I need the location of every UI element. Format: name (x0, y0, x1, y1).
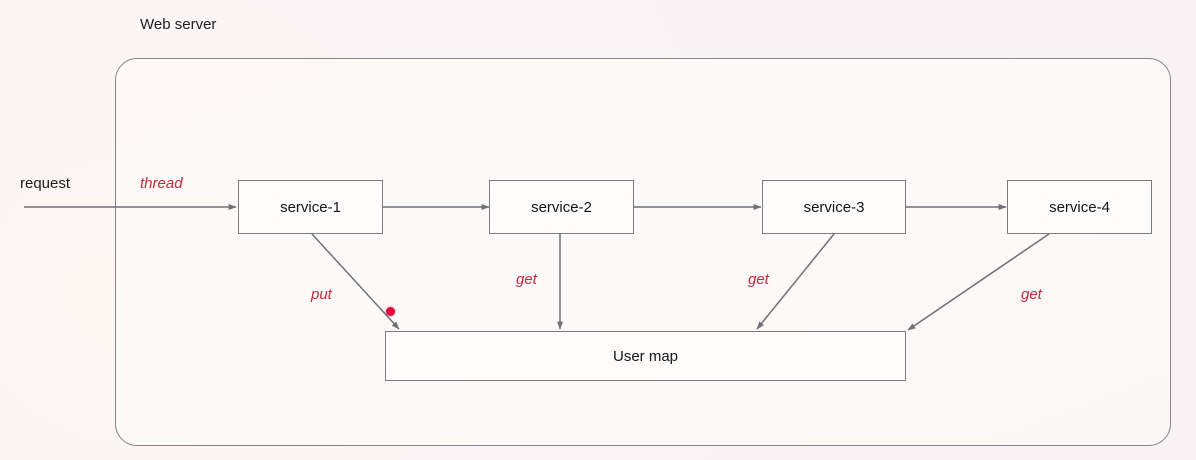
node-service-3[interactable]: service-3 (762, 180, 906, 234)
get-label-service-4: get (1021, 286, 1042, 303)
get-label-service-2: get (516, 271, 537, 288)
request-label: request (20, 175, 71, 192)
node-service-2-label: service-2 (531, 198, 592, 216)
node-service-4-label: service-4 (1049, 198, 1110, 216)
node-service-1[interactable]: service-1 (238, 180, 383, 234)
node-user-map[interactable]: User map (385, 331, 906, 381)
node-service-4[interactable]: service-4 (1007, 180, 1152, 234)
red-dot-icon (386, 307, 395, 316)
web-server-title: Web server (140, 16, 217, 33)
edge-service-1-put-to-user-map (311, 233, 400, 330)
node-service-3-label: service-3 (803, 198, 865, 216)
edge-service-3-get-to-user-map (756, 233, 835, 330)
put-label-service-1: put (311, 286, 332, 303)
node-service-2[interactable]: service-2 (489, 180, 634, 234)
web-server-boundary (115, 58, 1171, 446)
node-user-map-label: User map (612, 347, 679, 365)
thread-label: thread (140, 175, 183, 192)
get-label-service-3: get (748, 271, 769, 288)
edge-service-4-get-to-user-map (907, 233, 1050, 331)
node-service-1-label: service-1 (280, 198, 341, 216)
